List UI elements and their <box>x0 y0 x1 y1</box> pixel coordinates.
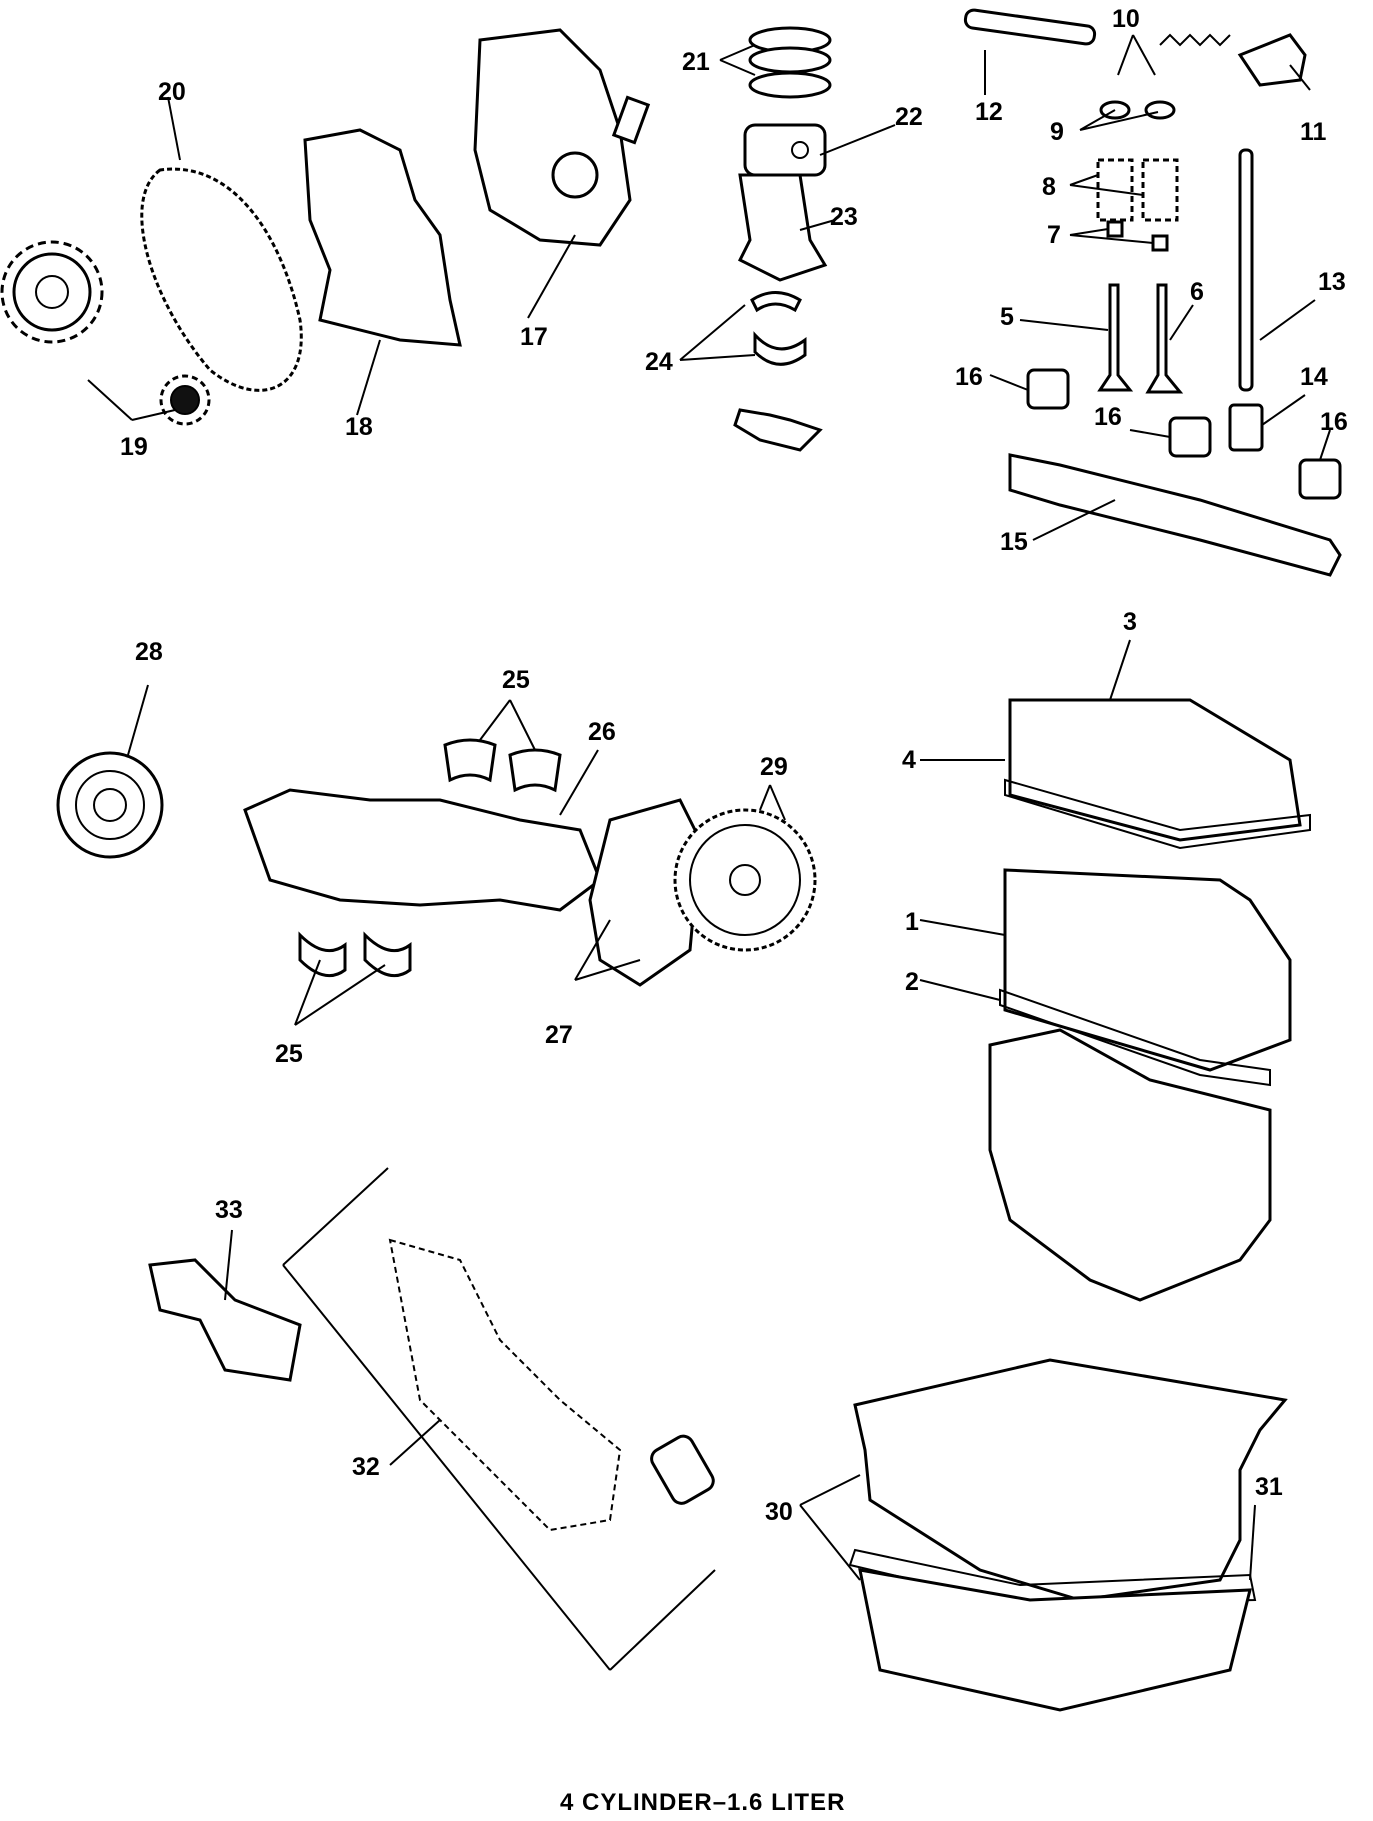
callout-30: 30 <box>765 1498 793 1526</box>
part-5-valve <box>1097 283 1134 392</box>
callout-14: 14 <box>1300 363 1328 391</box>
part-18-cover-gasket <box>303 128 462 347</box>
callout-20: 20 <box>158 78 186 106</box>
callout-23: 23 <box>830 203 858 231</box>
callout-16c: 16 <box>1320 408 1348 436</box>
part-9-8-7-valve-springs <box>1096 100 1179 252</box>
callout-32: 32 <box>352 1453 380 1481</box>
part-19-sprockets <box>0 240 211 426</box>
part-26-crankshaft <box>243 788 602 912</box>
callout-31: 31 <box>1255 1473 1283 1501</box>
callout-6: 6 <box>1190 278 1204 306</box>
part-29-flywheel <box>673 808 817 952</box>
callout-27: 27 <box>545 1021 573 1049</box>
part-31-pan-gasket <box>848 1548 1257 1607</box>
callout-5: 5 <box>1000 303 1014 331</box>
callout-1: 1 <box>905 908 919 936</box>
callout-9: 9 <box>1050 118 1064 146</box>
callout-16b: 16 <box>1094 403 1122 431</box>
part-12-rocker-shaft <box>963 8 1097 46</box>
part-17-front-cover <box>473 28 651 247</box>
callout-24: 24 <box>645 348 673 376</box>
engine-block <box>988 1028 1272 1302</box>
callout-26: 26 <box>588 718 616 746</box>
callout-21: 21 <box>682 48 710 76</box>
callout-11: 11 <box>1300 118 1327 146</box>
callout-13: 13 <box>1318 268 1346 296</box>
callout-12: 12 <box>975 98 1003 126</box>
part-4-cover-gasket <box>1004 778 1311 850</box>
callout-33: 33 <box>215 1196 243 1224</box>
callout-4: 4 <box>902 746 916 774</box>
part-28-crank-pulley <box>56 751 164 859</box>
part-13-pushrod <box>1238 148 1254 392</box>
callout-7: 7 <box>1047 221 1061 249</box>
callout-3: 3 <box>1123 608 1137 636</box>
diagram-caption: 4 CYLINDER–1.6 LITER <box>560 1789 845 1816</box>
callout-19: 19 <box>120 433 148 461</box>
callout-28: 28 <box>135 638 163 666</box>
part-6-valve <box>1145 283 1184 394</box>
part-27-rear-seal-retainer <box>588 798 702 987</box>
part-33-oil-pickup <box>148 1258 302 1382</box>
part-23-connecting-rod <box>737 173 828 282</box>
callout-15: 15 <box>1000 528 1028 556</box>
part-25-main-bearings <box>298 738 562 978</box>
part-3-valve-cover <box>1008 698 1302 842</box>
part-10-spring <box>1159 33 1231 47</box>
part-24-rod-bearings <box>733 291 823 452</box>
part-20-timing-chain <box>140 167 303 392</box>
part-32-oil-pump <box>282 1167 716 1671</box>
oil-pan-lower <box>858 1568 1252 1712</box>
part-30-oil-pan <box>853 1358 1288 1602</box>
part-11-rocker-arm <box>1237 33 1307 87</box>
callout-29: 29 <box>760 753 788 781</box>
callout-10: 10 <box>1112 5 1140 33</box>
callout-25b: 25 <box>275 1040 303 1068</box>
callout-16a: 16 <box>955 363 983 391</box>
callout-17: 17 <box>520 323 548 351</box>
part-15-camshaft <box>1008 453 1342 577</box>
callout-22: 22 <box>895 103 923 131</box>
part-22-piston <box>743 123 827 177</box>
leader-lines <box>87 34 1331 1581</box>
callout-18: 18 <box>345 413 373 441</box>
callout-2: 2 <box>905 968 919 996</box>
part-14-lifter <box>1228 403 1264 452</box>
callout-8: 8 <box>1042 173 1056 201</box>
callout-labels: 1 2 3 4 5 6 7 8 9 10 11 12 13 14 15 16 1… <box>120 5 1348 1526</box>
part-2-head-gasket <box>999 988 1271 1087</box>
part-16-cam-bearings <box>1026 368 1342 500</box>
part-21-piston-rings <box>748 26 832 99</box>
callout-25a: 25 <box>502 666 530 694</box>
part-1-cylinder-head <box>1003 868 1292 1072</box>
